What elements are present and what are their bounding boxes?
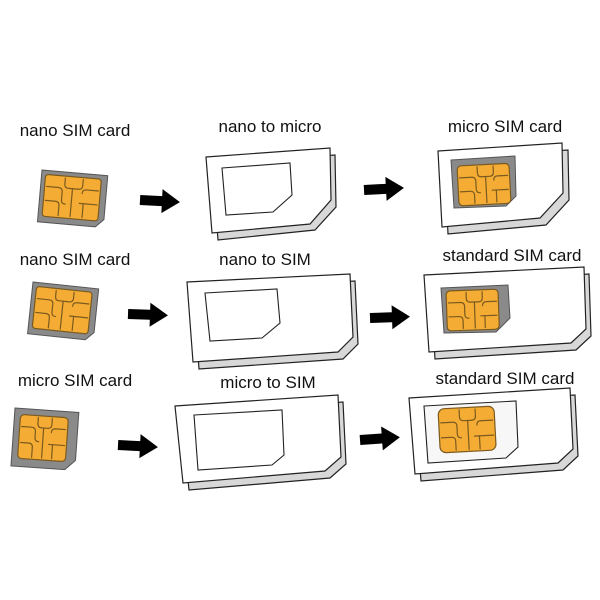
row2-nano-sim — [26, 281, 100, 342]
row3-middle-label: micro to SIM — [220, 373, 316, 392]
row3-micro-to-sim-adapter — [174, 394, 347, 491]
row2-middle-label: nano to SIM — [219, 250, 311, 269]
row2-arrow-1 — [127, 302, 169, 328]
row2-standard-sim-result — [423, 266, 592, 360]
row1-right-label: micro SIM card — [447, 117, 563, 136]
row1-arrow-2 — [363, 175, 405, 202]
row2-nano-to-sim-adapter — [186, 273, 359, 370]
row1-arrow-1 — [139, 188, 181, 215]
row3-arrow-1 — [117, 433, 159, 460]
row2-right-label: standard SIM card — [442, 246, 582, 265]
row2-left-label: nano SIM card — [19, 250, 131, 269]
row3-standard-sim-result — [408, 387, 579, 482]
row3-arrow-2 — [359, 425, 401, 452]
row1-nano-sim — [36, 169, 109, 229]
row1-micro-sim-result — [437, 142, 570, 235]
row3-left-label: micro SIM card — [17, 371, 133, 390]
row1-left-label: nano SIM card — [19, 121, 131, 140]
row1-middle-label: nano to micro — [218, 117, 322, 136]
row3-right-label: standard SIM card — [435, 369, 575, 388]
row1-nano-to-micro-adapter — [205, 147, 337, 241]
row3-micro-sim — [10, 407, 80, 471]
row2-arrow-2 — [369, 304, 411, 330]
